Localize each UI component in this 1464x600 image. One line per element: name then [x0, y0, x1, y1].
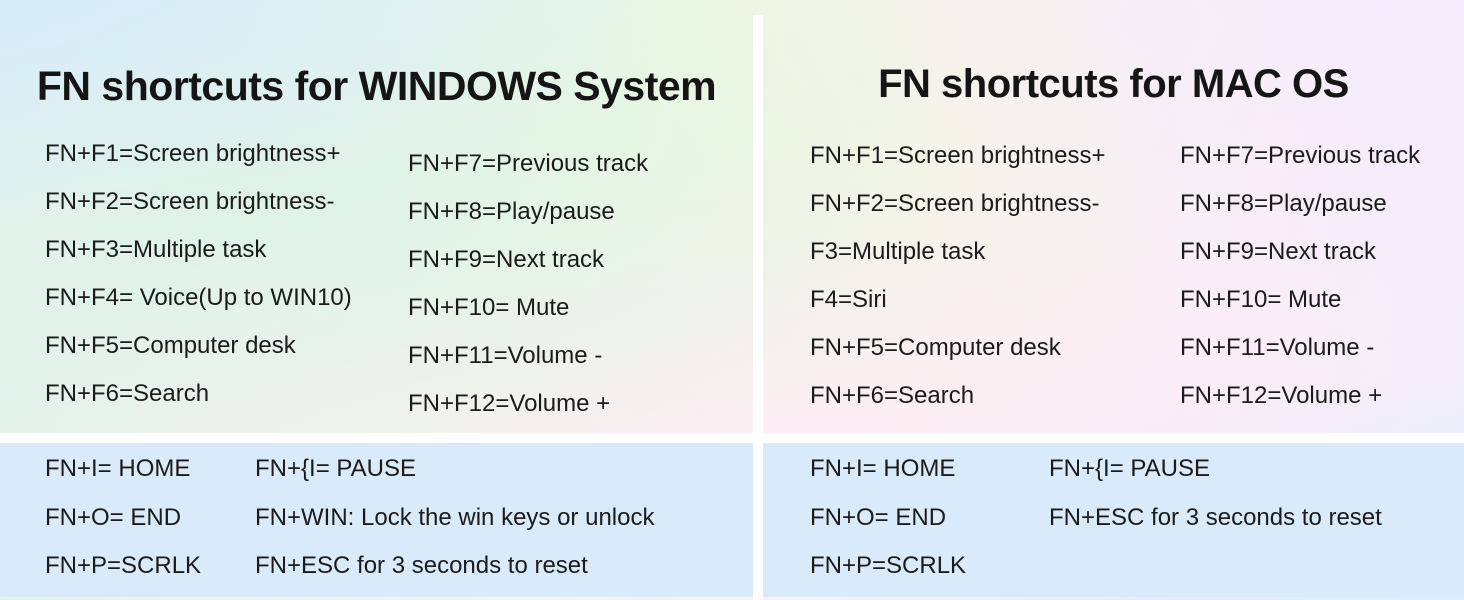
shortcut-item: FN+F1=Screen brightness+ — [45, 140, 341, 167]
shortcut-item: FN+F9=Next track — [408, 246, 605, 273]
shortcut-item: FN+F3=Multiple task — [45, 236, 267, 263]
shortcut-item: FN+F2=Screen brightness- — [45, 188, 335, 215]
mac-panel-title: FN shortcuts for MAC OS — [878, 62, 1349, 106]
shortcut-item: FN+O= END — [810, 503, 947, 531]
shortcut-item: FN+F12=Volume + — [1180, 382, 1383, 409]
shortcut-item: FN+{I= PAUSE — [1049, 455, 1210, 482]
mac-extra-shortcuts-box — [763, 443, 1464, 597]
shortcut-item: FN+F6=Search — [810, 382, 975, 409]
windows-fn-column-2: FN+F7=Previous track FN+F8=Play/pause FN… — [408, 148, 648, 436]
shortcut-item: FN+F11=Volume - — [408, 342, 603, 369]
shortcut-item: FN+F1=Screen brightness+ — [810, 142, 1106, 169]
shortcut-item: FN+F5=Computer desk — [45, 332, 296, 359]
shortcut-item: FN+I= HOME — [45, 455, 191, 482]
mac-fn-column-2: FN+F7=Previous track FN+F8=Play/pause FN… — [1180, 140, 1420, 428]
shortcut-item: FN+WIN: Lock the win keys or unlock — [255, 503, 655, 531]
windows-fn-column-1: FN+F1=Screen brightness+ FN+F2=Screen br… — [45, 138, 352, 426]
shortcut-item: FN+ESC for 3 seconds to reset — [255, 552, 588, 579]
shortcut-item: FN+F4= Voice(Up to WIN10) — [45, 284, 352, 311]
windows-panel-title: FN shortcuts for WINDOWS System — [36, 63, 717, 109]
shortcut-item: FN+F8=Play/pause — [1180, 190, 1387, 217]
shortcut-item: FN+F5=Computer desk — [810, 334, 1061, 361]
shortcut-item: FN+F10= Mute — [1180, 286, 1342, 313]
mac-fn-column-1: FN+F1=Screen brightness+ FN+F2=Screen br… — [810, 140, 1106, 428]
shortcut-item: FN+F9=Next track — [1180, 238, 1377, 265]
shortcut-item: FN+O= END — [45, 503, 182, 531]
shortcut-item: FN+F12=Volume + — [408, 390, 611, 417]
mac-extra-column-2: FN+{I= PAUSE FN+ESC for 3 seconds to res… — [1049, 453, 1382, 550]
panel-divider-vertical — [753, 15, 763, 600]
shortcut-item: FN+F7=Previous track — [408, 150, 649, 177]
shortcut-item: FN+ESC for 3 seconds to reset — [1049, 503, 1382, 531]
shortcut-item: F4=Siri — [810, 286, 887, 313]
shortcut-item: FN+F10= Mute — [408, 294, 570, 321]
shortcut-item: F3=Multiple task — [810, 238, 986, 265]
shortcut-item: FN+F11=Volume - — [1180, 334, 1375, 361]
shortcut-item: FN+F2=Screen brightness- — [810, 190, 1100, 217]
windows-extra-column-1: FN+I= HOME FN+O= END FN+P=SCRLK — [45, 453, 201, 599]
shortcut-item: FN+I= HOME — [810, 455, 956, 482]
windows-extra-column-2: FN+{I= PAUSE FN+WIN: Lock the win keys o… — [255, 453, 654, 599]
windows-extra-shortcuts-box — [0, 443, 753, 597]
shortcut-item: FN+F7=Previous track — [1180, 142, 1421, 169]
shortcut-item: FN+F6=Search — [45, 380, 210, 407]
mac-extra-column-1: FN+I= HOME FN+O= END FN+P=SCRLK — [810, 453, 966, 599]
shortcut-item: FN+F8=Play/pause — [408, 198, 615, 225]
section-divider-horizontal — [0, 433, 1464, 443]
shortcut-item: FN+{I= PAUSE — [255, 455, 416, 482]
shortcut-item: FN+P=SCRLK — [45, 552, 202, 579]
shortcut-item: FN+P=SCRLK — [810, 552, 967, 579]
